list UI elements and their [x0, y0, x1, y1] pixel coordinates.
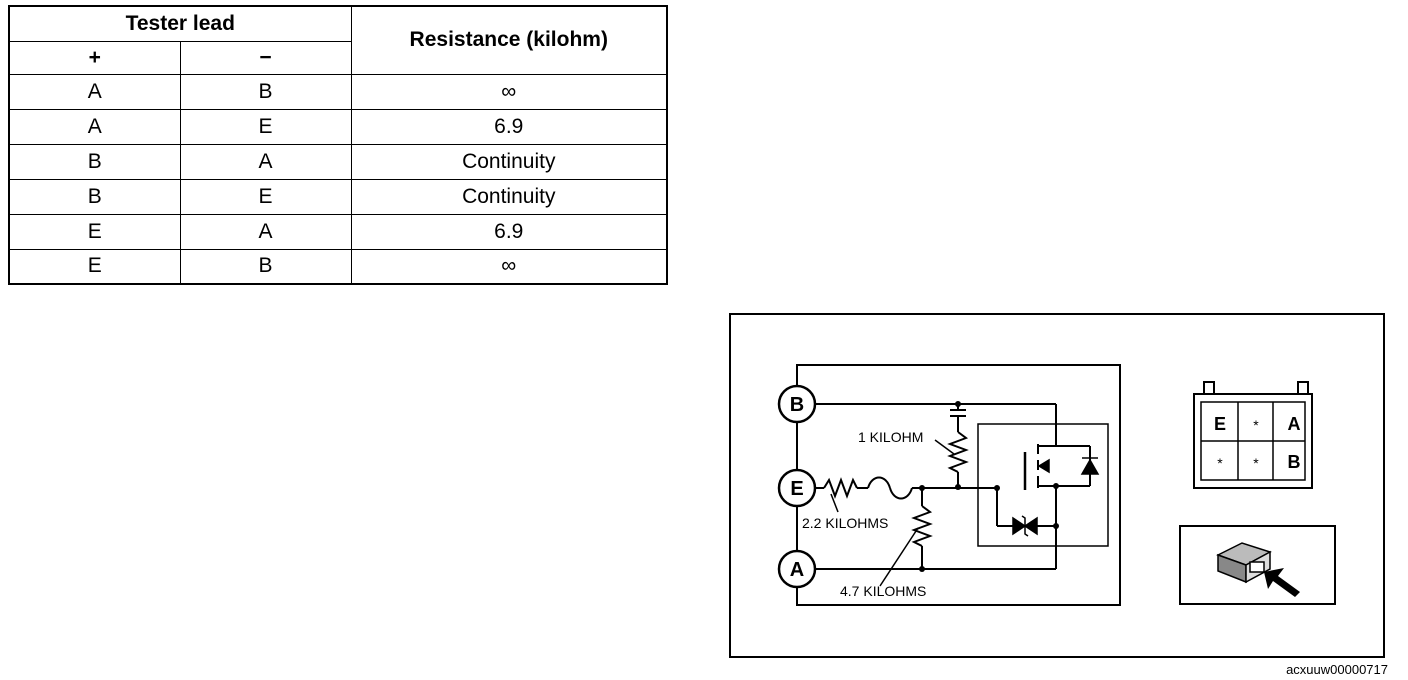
cell-resistance: ∞: [350, 248, 668, 285]
terminal-b-label: B: [790, 394, 804, 416]
table-row: E A 6.9: [8, 213, 668, 250]
resistor-2k2-label: 2.2 KILOHMS: [802, 515, 888, 531]
component-location-inset: [1179, 525, 1336, 605]
terminal-a-label: A: [790, 559, 804, 581]
table-row: B E Continuity: [8, 178, 668, 215]
cell-plus: E: [8, 248, 181, 285]
cell-minus: E: [179, 108, 352, 145]
cell-minus: B: [179, 248, 352, 285]
header-resistance: Resistance (kilohm): [350, 5, 668, 75]
tester-lead-resistance-table: Tester lead Resistance (kilohm) + − A B …: [8, 5, 668, 285]
cell-plus: A: [8, 108, 181, 145]
connector-cell: *: [1253, 417, 1259, 433]
cell-resistance: 6.9: [350, 213, 668, 250]
figure-frame: [729, 313, 1385, 658]
connector-face: E * A * * B: [1193, 381, 1313, 489]
cell-plus: B: [8, 143, 181, 180]
terminal-e: E: [777, 468, 817, 508]
terminal-b: B: [777, 384, 817, 424]
connector-cell: *: [1217, 455, 1223, 471]
connector-cell: *: [1253, 455, 1259, 471]
terminal-a: A: [777, 549, 817, 589]
table-row: B A Continuity: [8, 143, 668, 180]
location-arrow-icon: [1264, 568, 1300, 597]
circuit-wiring: [796, 364, 1121, 606]
table-row: A B ∞: [8, 73, 668, 110]
label-leaders: [830, 439, 955, 587]
relay-component-icon: [1216, 542, 1272, 584]
table-row: A E 6.9: [8, 108, 668, 145]
cell-plus: B: [8, 178, 181, 215]
resistor-1k-label: 1 KILOHM: [858, 429, 923, 445]
terminal-e-label: E: [790, 478, 803, 500]
connector-cell: A: [1288, 414, 1301, 434]
connector-cell: E: [1214, 414, 1226, 434]
figure-code: acxuuw00000717: [1286, 662, 1388, 677]
cell-minus: E: [179, 178, 352, 215]
connector-cell: B: [1288, 452, 1301, 472]
junction-dots: [919, 401, 1059, 572]
semiconductor-symbols: [1012, 457, 1100, 537]
table-row: E B ∞: [8, 248, 668, 285]
cell-resistance: ∞: [350, 73, 668, 110]
resistor-4k7-label: 4.7 KILOHMS: [840, 583, 926, 599]
cell-resistance: Continuity: [350, 143, 668, 180]
